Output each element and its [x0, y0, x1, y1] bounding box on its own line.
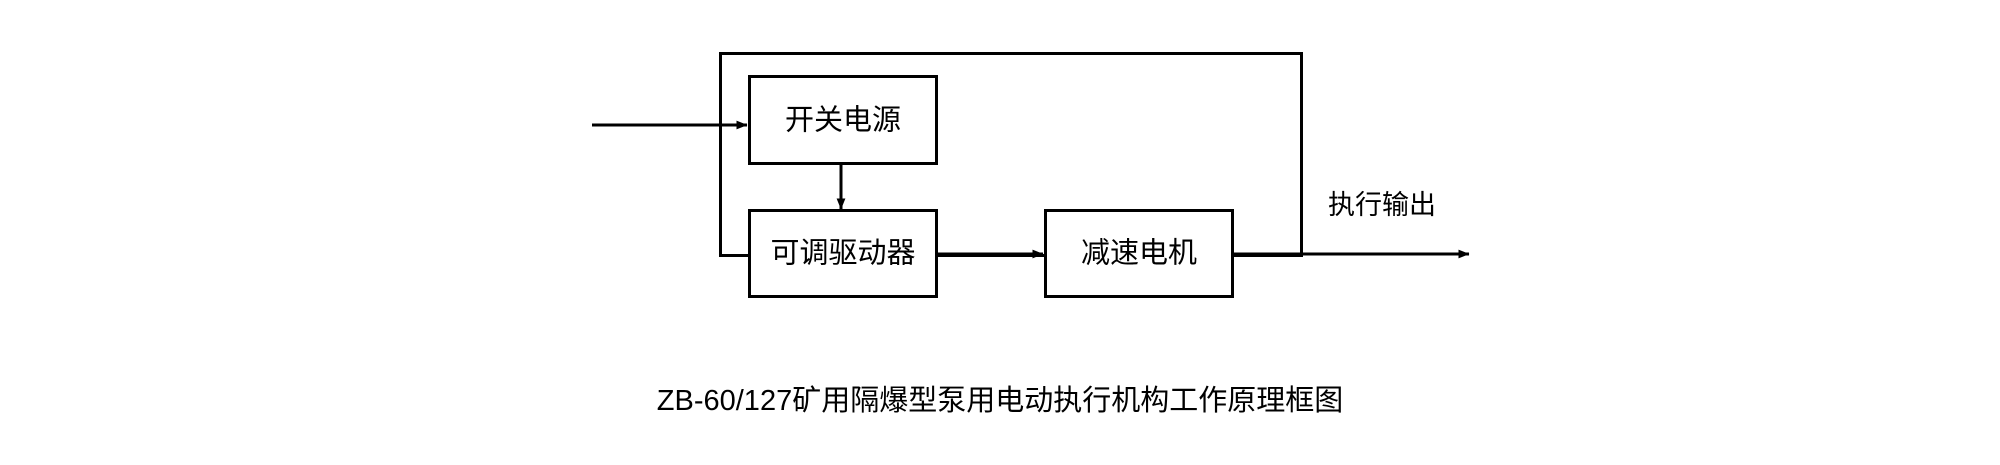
edge-label-actuator-output: 执行输出: [1328, 190, 1436, 220]
node-adjustable-driver: [748, 209, 938, 298]
node-label-geared-motor: 减速电机: [1081, 237, 1197, 270]
node-label-switching-power-supply: 开关电源: [785, 104, 901, 137]
node-geared-motor: [1044, 209, 1234, 298]
node-label-adjustable-driver: 可调驱动器: [770, 238, 915, 270]
node-switching-power-supply: [748, 75, 938, 165]
figure-caption: ZB-60/127矿用隔爆型泵用电动执行机构工作原理框图: [657, 384, 1343, 417]
